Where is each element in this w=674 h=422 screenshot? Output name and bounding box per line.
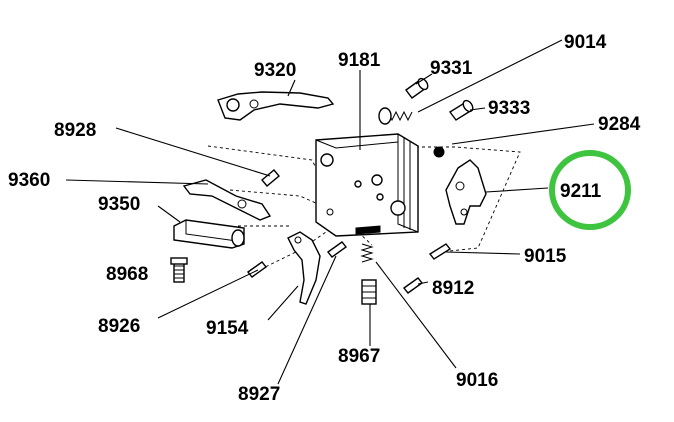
label-8928: 8928 xyxy=(54,120,96,141)
leader-lines xyxy=(65,39,595,385)
label-9360: 9360 xyxy=(8,170,50,191)
label-9181: 9181 xyxy=(338,50,381,71)
label-9320: 9320 xyxy=(254,60,296,81)
label-8912: 8912 xyxy=(432,278,474,299)
label-9350: 9350 xyxy=(98,194,140,215)
part-9181-housing xyxy=(315,133,419,237)
part-8927-pin xyxy=(326,241,348,258)
part-8928-pin xyxy=(261,169,280,187)
label-9154: 9154 xyxy=(206,318,249,339)
label-8968: 8968 xyxy=(106,264,148,285)
label-9015: 9015 xyxy=(524,246,567,267)
label-9333: 9333 xyxy=(488,98,530,119)
part-labels: 9014 9320 9181 9331 9333 8928 9284 9360 … xyxy=(8,32,641,405)
part-8967-screw xyxy=(360,243,377,305)
part-9350-block xyxy=(173,219,245,249)
part-9320-lever xyxy=(217,91,335,121)
label-9014: 9014 xyxy=(564,32,607,53)
part-8926-pin xyxy=(246,261,268,278)
part-9014-spring xyxy=(378,107,413,125)
part-9015-pin xyxy=(428,243,452,260)
label-8967: 8967 xyxy=(338,346,380,367)
label-9331: 9331 xyxy=(430,58,473,79)
part-9333-pin xyxy=(433,99,474,158)
part-9360-bar xyxy=(182,179,272,221)
highlight-circle xyxy=(549,150,631,230)
label-8926: 8926 xyxy=(98,316,140,337)
part-9331-pin xyxy=(405,77,429,99)
part-9211-sear xyxy=(445,159,487,225)
label-9211: 9211 xyxy=(560,181,602,202)
part-9154-trigger xyxy=(287,231,321,305)
part-8968-screw xyxy=(170,257,188,283)
label-9016: 9016 xyxy=(456,370,498,391)
part-8912-pin xyxy=(402,277,424,294)
label-9284: 9284 xyxy=(598,114,641,135)
label-8927: 8927 xyxy=(238,384,280,405)
